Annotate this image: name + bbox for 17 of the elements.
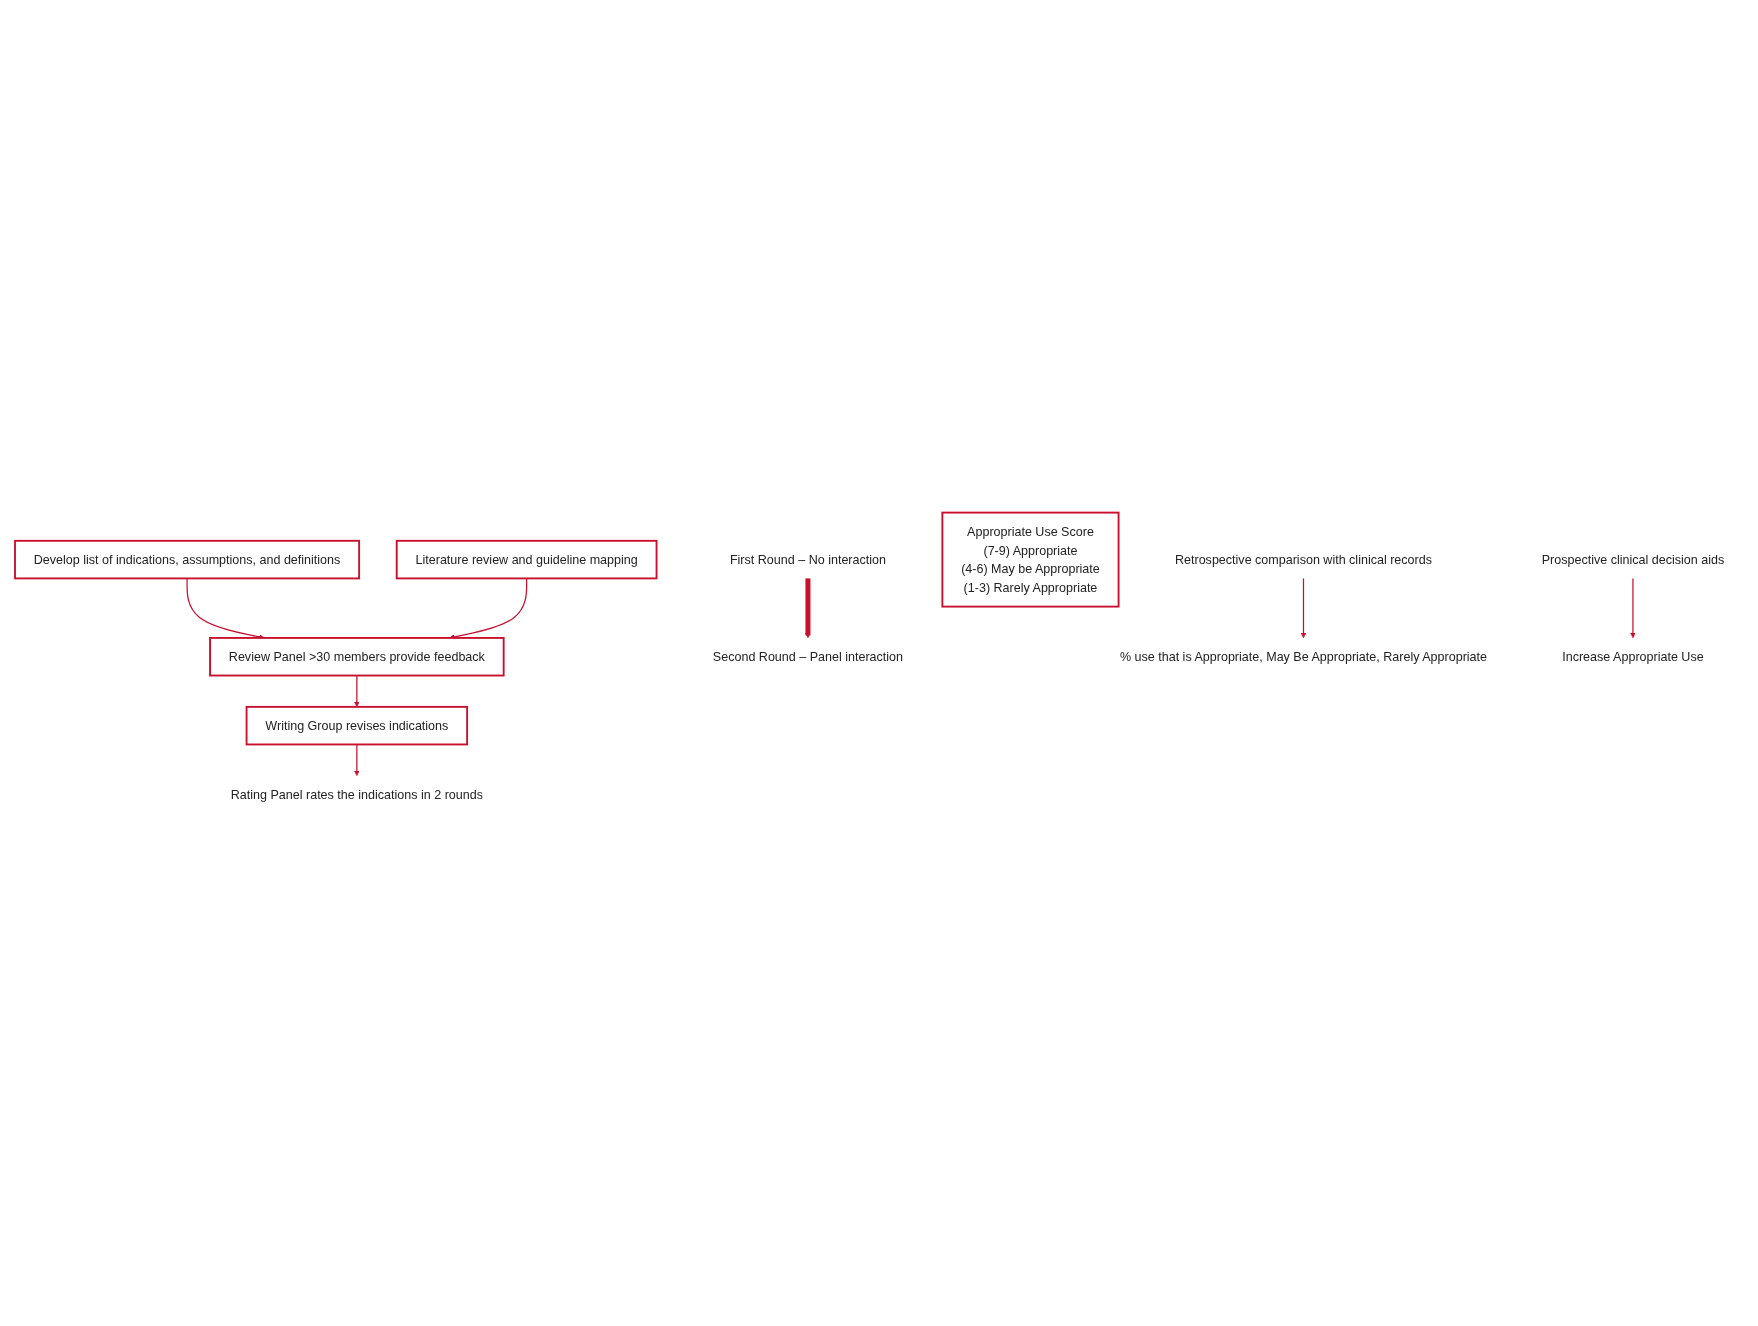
node-text: Increase Appropriate Use <box>1562 649 1704 664</box>
node-text: First Round – No interaction <box>729 552 886 567</box>
node-box: Writing Group revises indications <box>245 705 469 746</box>
node-box: Appropriate Use Score (7-9) Appropriate (4-6) May be Appropriate (1-3) Rarely Appropriate <box>941 511 1120 608</box>
arrow <box>805 578 811 639</box>
node-text: % use that is Appropriate, May Be Appropriate, Rarely Appropriate <box>1119 649 1488 664</box>
node-box: Develop list of indications, assumptions, and definitions <box>14 539 361 580</box>
arrow <box>354 743 360 777</box>
arrow <box>1630 577 1636 639</box>
node-text: Second Round – Panel interaction <box>712 649 904 664</box>
arrow <box>354 674 360 708</box>
node-text: Retrospective comparison with clinical records <box>1174 552 1432 567</box>
node-box: Literature review and guideline mapping <box>395 539 658 580</box>
node-text: Prospective clinical decision aids <box>1541 552 1725 567</box>
node-text: Rating Panel rates the indications in 2 rounds <box>230 787 483 802</box>
node-box: Review Panel >30 members provide feedback <box>209 637 505 677</box>
arrow <box>1300 577 1307 639</box>
